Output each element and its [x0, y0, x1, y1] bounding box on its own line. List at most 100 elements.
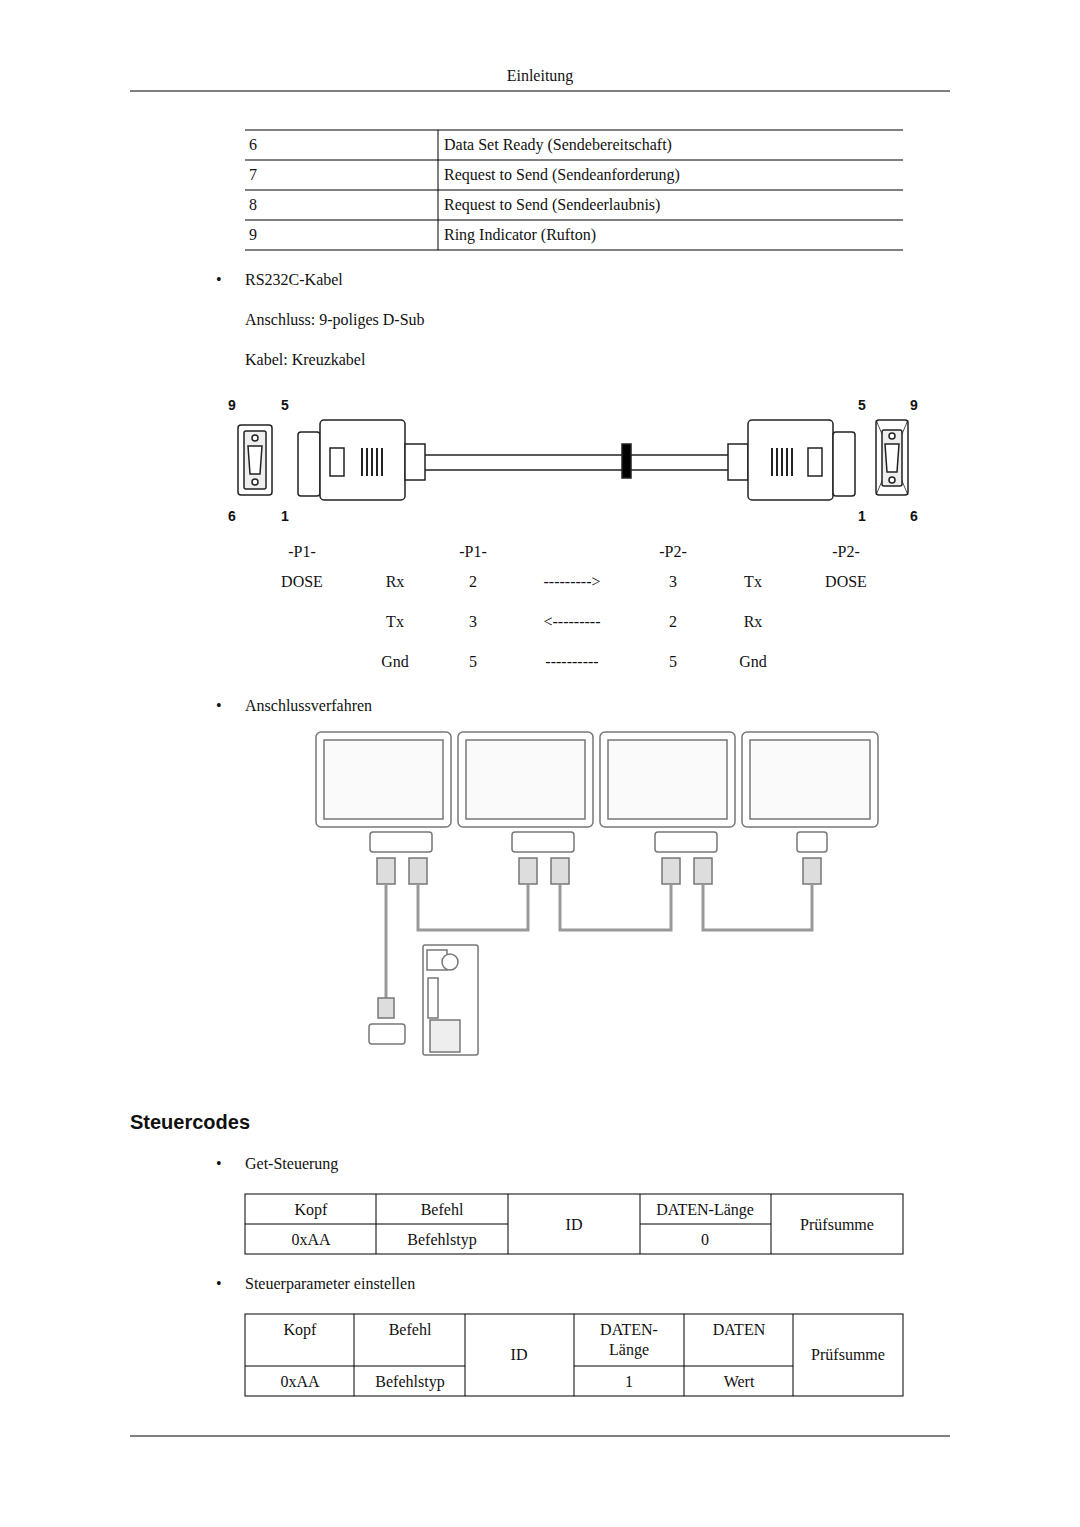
page-text: Befehl [379, 1200, 505, 1220]
monitor-chain [418, 884, 528, 930]
callout-number: 6 [217, 508, 247, 524]
rs232c-cable [882, 430, 902, 486]
rs232c-cable [238, 425, 272, 495]
rs232c-cable [889, 433, 895, 439]
page-text: Befehlstyp [379, 1230, 505, 1250]
monitor-chain [378, 998, 394, 1018]
command-tables [245, 1314, 903, 1396]
page-text: Prüfsumme [774, 1215, 900, 1235]
page-text: 2 [648, 612, 698, 632]
page-text: Kabel: Kreuzkabel [245, 350, 365, 370]
monitor-chain [703, 884, 812, 930]
page-text: 5 [448, 652, 498, 672]
callout-number: 1 [270, 508, 300, 524]
rs232c-cable [405, 444, 425, 480]
page-text: -P1- [413, 542, 533, 562]
rs232c-cable [889, 477, 895, 483]
rs232c-cable [298, 432, 320, 496]
command-tables [640, 1194, 641, 1254]
page-text: 1 [577, 1372, 681, 1392]
page-text: 2 [448, 572, 498, 592]
monitor-chain [608, 740, 727, 819]
page-text: 8 [249, 195, 257, 215]
page-text: 3 [648, 572, 698, 592]
page-text: Gnd [365, 652, 425, 672]
rs232c-cable [748, 420, 833, 500]
monitor-chain [370, 832, 432, 852]
page-text: 0 [642, 1230, 768, 1250]
page-text: RS232C-Kabel [245, 270, 343, 290]
page-text: Einleitung [440, 66, 640, 86]
rs232c-cable [252, 435, 258, 441]
page-text: 7 [249, 165, 257, 185]
rs232c-cable [885, 444, 899, 472]
monitor-chain [377, 858, 395, 884]
command-tables [574, 1314, 575, 1396]
page-text: Data Set Ready (Sendebereitschaft) [444, 135, 672, 155]
pin-table-grid [245, 160, 903, 161]
page-text: • [216, 696, 222, 716]
monitor-chain [750, 740, 870, 819]
rs232c-cable [252, 479, 258, 485]
monitor-chain [797, 832, 827, 852]
monitor-chain [466, 740, 585, 819]
monitor-chain [430, 1020, 460, 1052]
callout-number: 6 [899, 508, 929, 524]
monitor-chain [560, 884, 671, 930]
page-text: <--------- [517, 612, 627, 632]
page-text: Steuerparameter einstellen [245, 1274, 415, 1294]
monitor-chain [409, 858, 427, 884]
monitor-chain [662, 858, 680, 884]
rs232c-cable [768, 448, 794, 476]
command-tables [684, 1314, 685, 1396]
monitor-chain [519, 858, 537, 884]
command-tables [245, 1194, 903, 1254]
monitor-chain [655, 832, 717, 852]
page-rules [130, 1436, 950, 1437]
command-tables [640, 1224, 771, 1225]
command-tables [245, 1366, 465, 1367]
pin-table-grid [245, 130, 903, 131]
page-text: ID [467, 1345, 571, 1365]
callout-number: 5 [270, 397, 300, 413]
monitor-chain [428, 978, 438, 1018]
page-text: Anschlussverfahren [245, 696, 372, 716]
rs232c-cable [728, 444, 748, 480]
page-text: DOSE [242, 572, 362, 592]
pin-table-grid [245, 220, 903, 221]
page-text: • [216, 1274, 222, 1294]
rs232c-cable [425, 454, 728, 456]
page-text: DATEN-Länge [642, 1200, 768, 1220]
rs232c-cable [876, 420, 908, 495]
rs232c-cable [876, 420, 908, 495]
rs232c-cable [244, 431, 266, 489]
page-text: • [216, 270, 222, 290]
page-text: 0xAA [248, 1372, 352, 1392]
page-text: Kopf [248, 1320, 352, 1340]
pin-table-grid [245, 250, 903, 251]
section-heading: Steuercodes [130, 1110, 250, 1134]
callout-number: 9 [899, 397, 929, 413]
callout-number: 1 [847, 508, 877, 524]
monitor-chain [324, 740, 443, 819]
command-tables [245, 1194, 903, 1396]
page-text: Befehlstyp [358, 1372, 462, 1392]
pin-table-grid [245, 130, 903, 250]
page-rules [130, 91, 950, 1436]
rs232c-cable [833, 432, 855, 496]
page-text: Gnd [723, 652, 783, 672]
page-text: -P2- [613, 542, 733, 562]
page-text: ID [511, 1215, 637, 1235]
monitor-chain [385, 884, 388, 998]
pin-table-grid [438, 130, 439, 250]
page-text: 3 [448, 612, 498, 632]
monitor-chain [551, 858, 569, 884]
page-text: 9 [249, 225, 257, 245]
page-rules [130, 91, 950, 92]
page-text: 0xAA [248, 1230, 374, 1250]
page-text: Kopf [248, 1200, 374, 1220]
page-text: • [216, 1154, 222, 1174]
command-tables [793, 1314, 794, 1396]
rs232c-cable [358, 448, 384, 476]
page-text: ---------- [517, 652, 627, 672]
